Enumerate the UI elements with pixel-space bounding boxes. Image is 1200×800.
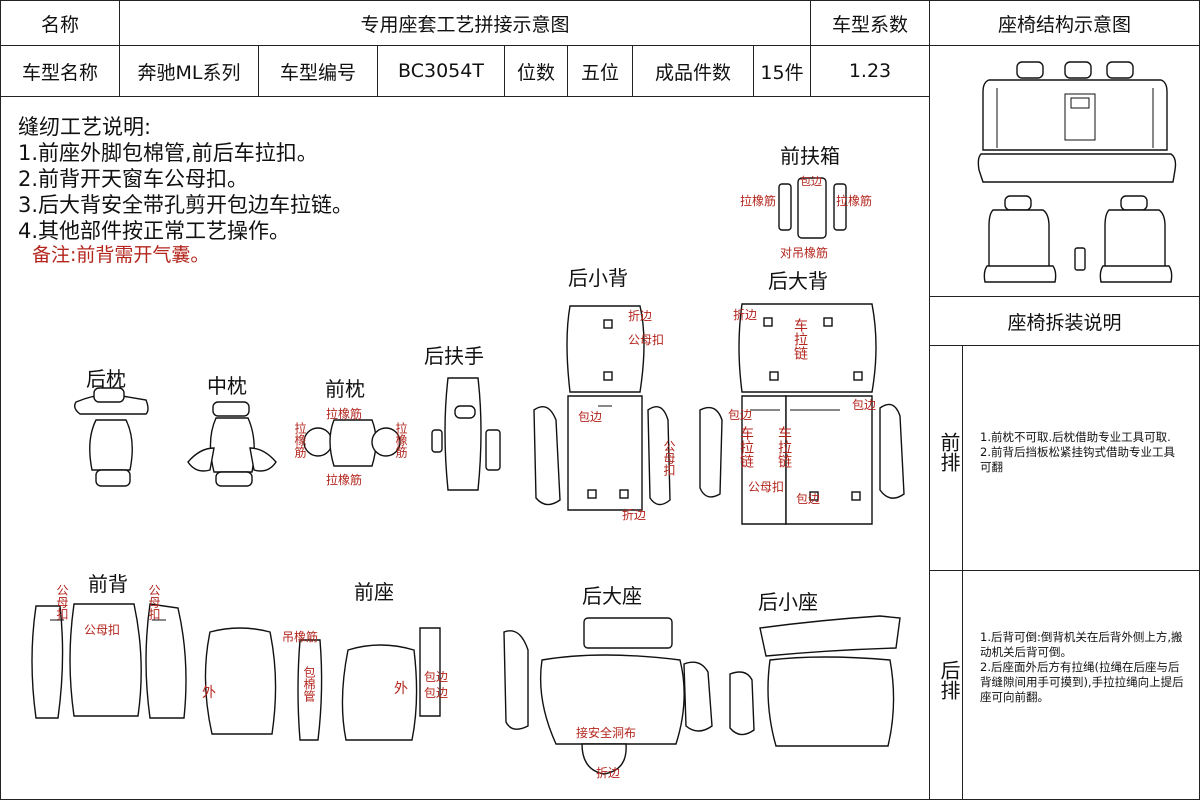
coef-label: 车型系数 [831,13,908,36]
ann-front-back-snap-left: 公母扣 [55,584,69,620]
ann-front-seat-outer-left: 外 [202,685,216,701]
part-title-rear-small-seat: 后小座 [758,590,818,614]
mid-headrest-pieces [187,401,277,487]
rear-armrest-pieces [431,377,501,491]
ann-rear-large-back-wrap-left: 包边 [728,408,753,422]
part-title-rear-large-seat: 后大座 [582,584,642,608]
front-back-pieces [31,603,187,719]
rear-row-divider [962,570,963,800]
ann-rear-large-seat-fold: 折边 [596,766,621,780]
notes-item-2: 2.前背开天窗车公母扣。 [18,167,249,191]
seats-label: 位数 [516,61,555,84]
ann-front-box-elastic-left: 拉橡筋 [740,194,777,208]
coef-value: 1.23 [848,60,892,82]
rear-large-seat-pieces [503,617,713,775]
car-name-value: 奔驰ML系列 [137,61,241,84]
ann-rear-large-back-zipper-left: 车拉链 [738,426,754,468]
rear-row-text: 1.后背可倒:倒背机关在后背外侧上方,搬动机关后背可倒。 2.后座面外后方有拉绳… [980,630,1184,704]
front-row-text: 1.前枕不可取.后枕借助专业工具可取. 2.前背后挡板松紧挂钩式借助专业工具可翻 [980,430,1175,474]
pieces-value: 15件 [760,61,804,84]
part-title-mid-headrest: 中枕 [207,374,247,398]
notes-item-3: 3.后大背安全带孔剪开包边车拉链。 [18,193,354,217]
ann-front-seat-outer-right: 外 [394,681,408,697]
ann-front-box-hang-elastic: 对吊橡筋 [780,246,829,260]
ann-rear-large-back-snap: 公母扣 [748,480,785,494]
front-seat-pieces [204,627,441,741]
ann-rear-small-back-fold-bottom: 折边 [622,508,647,522]
ann-front-headrest-elastic-bottom: 拉橡筋 [326,473,363,487]
rear-small-seat-pieces [729,615,901,747]
seat-structure-illustration [977,61,1177,283]
pieces-label: 成品件数 [654,61,731,84]
rear-small-back-pieces [533,305,671,511]
ann-rear-small-back-wrap: 包边 [578,410,603,424]
ann-rear-large-back-wrap-bottom: 包边 [796,492,821,506]
ann-front-box-wrap-edge: 包边 [800,175,822,188]
ann-rear-small-back-fold-top: 折边 [628,309,653,323]
structure-title: 座椅结构示意图 [997,13,1131,36]
disassembly-title-cell: 座椅拆装说明 [929,296,1200,346]
part-title-front-box: 前扶箱 [780,144,840,168]
ann-rear-large-back-zipper-top: 车拉链 [792,318,808,360]
name-label: 名称 [40,13,79,36]
rear-large-back-pieces [699,303,905,525]
notes-title: 缝纫工艺说明: [18,115,152,139]
ann-front-headrest-elastic-right: 拉橡筋 [394,422,408,458]
ann-rear-small-back-snap-side: 公母扣 [662,440,676,476]
part-title-front-headrest: 前枕 [325,377,365,401]
part-title-rear-small-back: 后小背 [568,266,628,290]
ann-front-box-elastic-right: 拉橡筋 [836,194,873,208]
disassembly-title: 座椅拆装说明 [1007,311,1122,334]
notes-item-4: 4.其他部件按正常工艺操作。 [18,219,291,243]
front-row-label: 前排 [937,432,961,472]
ann-rear-large-seat-safety-cloth: 接安全洞布 [576,726,637,740]
ann-front-headrest-elastic-top: 拉橡筋 [326,407,363,421]
front-headrest-pieces [303,419,401,467]
rear-headrest-pieces [73,387,149,487]
notes-item-1: 1.前座外脚包棉管,前后车拉扣。 [18,141,318,165]
pattern-pieces [31,177,905,775]
front-row-divider [962,345,963,571]
ann-front-seat-hang: 吊橡筋 [282,630,319,644]
ann-rear-large-back-wrap-right: 包边 [852,398,877,412]
structure-title-cell: 座椅结构示意图 [929,0,1200,46]
ann-rear-large-back-fold: 折边 [733,308,758,322]
rear-row-label: 后排 [937,660,961,700]
part-title-rear-headrest: 后枕 [86,367,126,391]
ann-front-back-snap-right: 公母扣 [147,584,161,620]
ann-front-seat-wrap-edge-2: 包边 [424,686,449,700]
ann-front-seat-cotton-tube: 包棉管 [302,666,316,702]
car-code-value: BC3054T [398,60,484,82]
car-name-label: 车型名称 [21,61,98,84]
ann-front-seat-wrap-edge-1: 包边 [424,670,449,684]
part-title-rear-armrest: 后扶手 [424,344,484,368]
diagram-title: 专用座套工艺拼接示意图 [360,13,570,36]
car-code-label: 车型编号 [279,61,356,84]
part-title-front-back: 前背 [88,572,128,596]
ann-front-back-snap-center: 公母扣 [84,623,121,637]
ann-rear-large-back-zipper-right: 车拉链 [776,426,792,468]
part-title-front-seat: 前座 [354,580,394,604]
ann-rear-small-back-snap: 公母扣 [628,333,665,347]
notes-remark: 备注:前背需开气囊。 [32,244,210,266]
ann-front-headrest-elastic-left: 拉橡筋 [293,422,307,458]
front-box-pieces [778,177,847,239]
seats-value: 五位 [580,61,619,84]
part-title-rear-large-back: 后大背 [768,269,828,293]
